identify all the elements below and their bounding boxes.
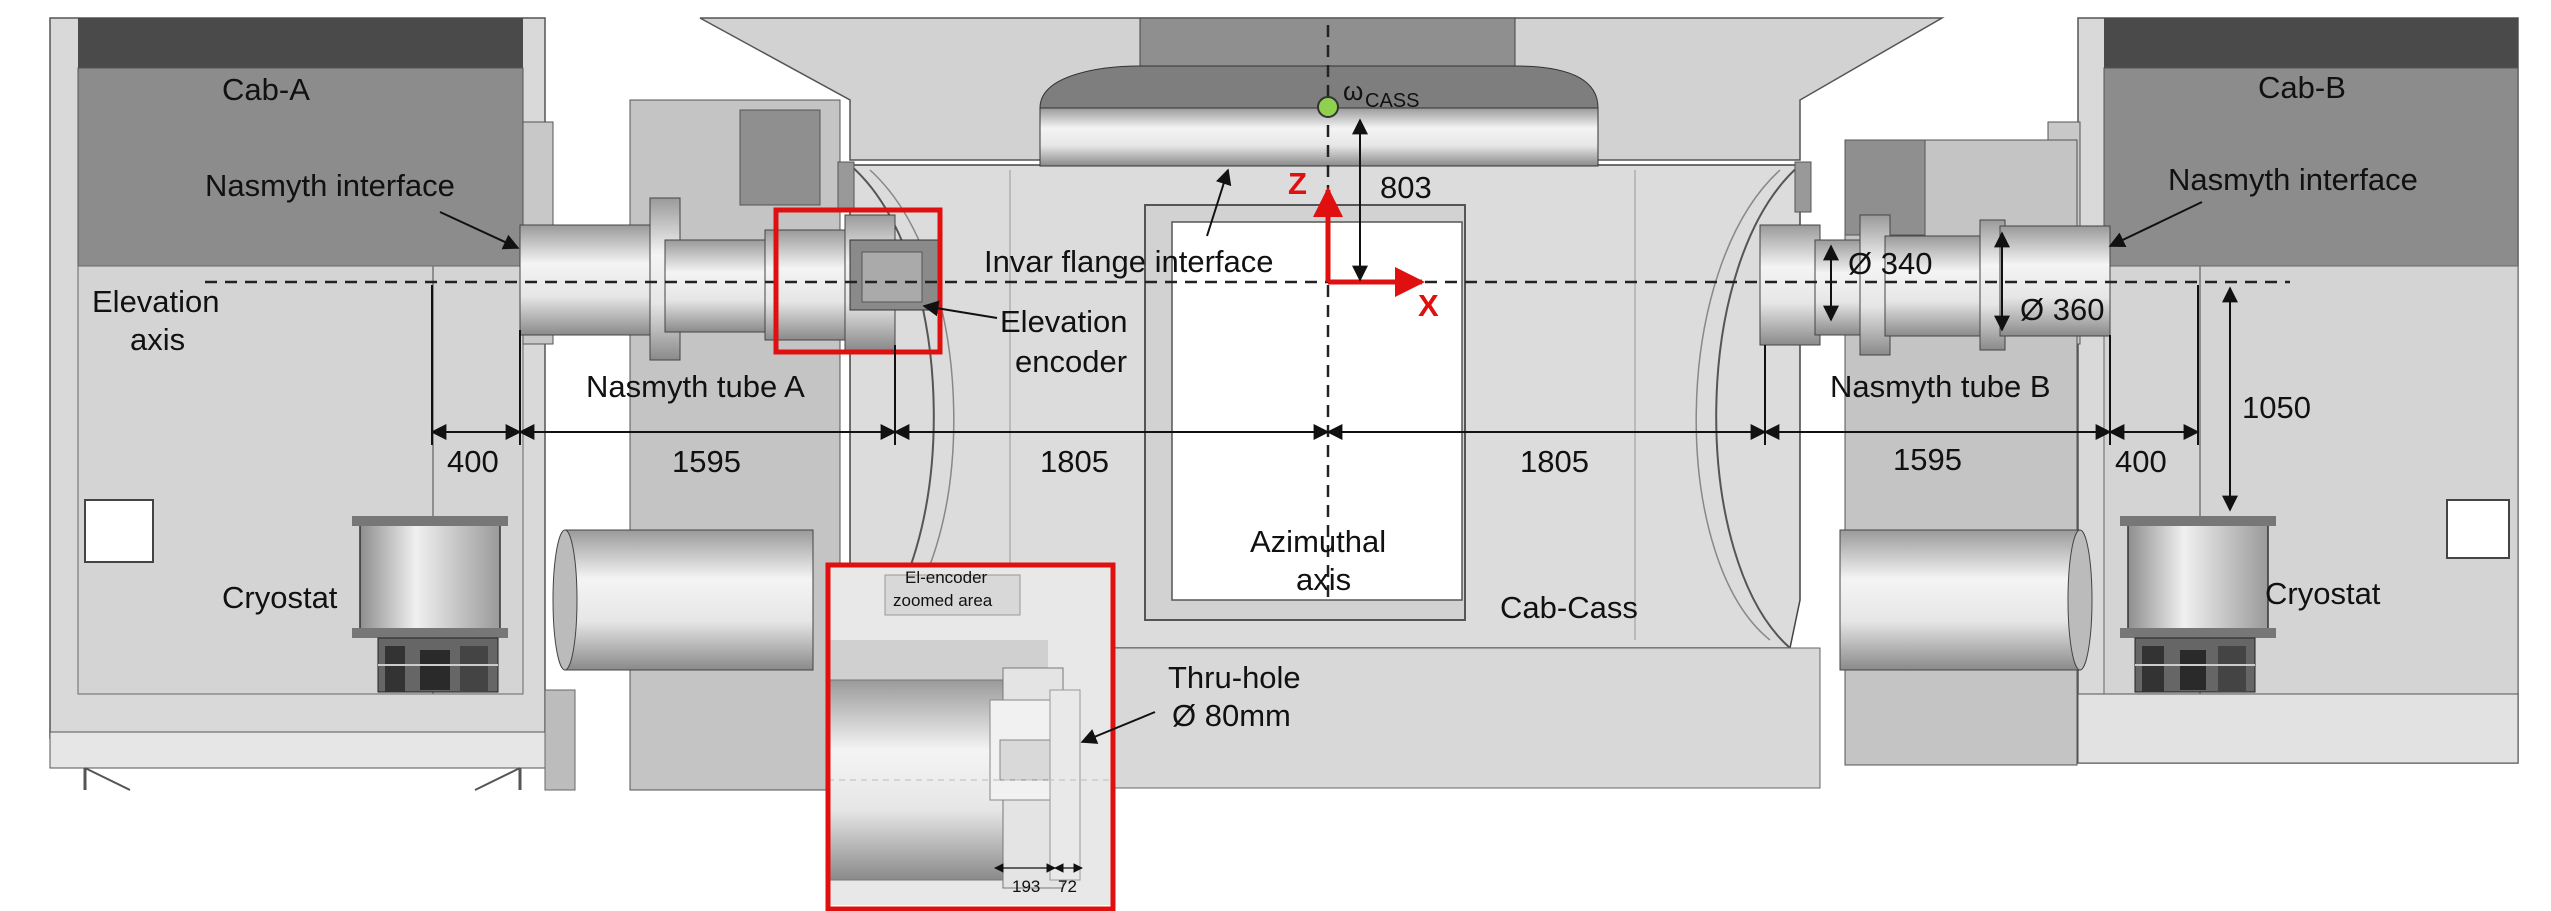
dim-1595-right: 1595	[1893, 442, 1962, 477]
dim-1050: 1050	[2242, 390, 2311, 425]
x-axis-label: X	[1418, 288, 1439, 323]
lower-bearing-right	[1839, 529, 2093, 671]
azimuthal-axis-label-1: Azimuthal	[1250, 524, 1386, 559]
cryostat-a-label: Cryostat	[222, 580, 338, 615]
cab-a-label: Cab-A	[222, 72, 310, 107]
nasmyth-interface-b-label: Nasmyth interface	[2168, 162, 2418, 197]
elevation-encoder-label-1: Elevation	[1000, 304, 1128, 339]
cab-b-cabinet	[2077, 17, 2519, 764]
elevation-encoder-label-2: encoder	[1015, 344, 1127, 379]
cryostat-a	[352, 516, 508, 693]
cab-cass-label: Cab-Cass	[1500, 590, 1638, 625]
zoom-title-line-1: El-encoder	[905, 568, 988, 587]
encoder-zoom-inset	[825, 562, 1116, 911]
z-axis-label: Z	[1288, 166, 1307, 201]
cab-a-cabinet	[49, 17, 574, 791]
cryostat-b-label: Cryostat	[2265, 576, 2381, 611]
omega-subscript: CASS	[1365, 90, 1419, 112]
dim-400-right: 400	[2115, 444, 2167, 479]
dim-803: 803	[1380, 170, 1432, 205]
dim-diameter-360: Ø 360	[2020, 292, 2104, 327]
nasmyth-tube-a	[519, 197, 939, 361]
cab-b-label: Cab-B	[2258, 70, 2346, 105]
cryostat-b	[2120, 516, 2276, 693]
lower-bearing-left	[552, 529, 814, 671]
elevation-axis-label-1: Elevation	[92, 284, 220, 319]
cab-b-vent	[2446, 499, 2510, 559]
encoder-highlight-box	[773, 207, 943, 355]
cab-a-vent	[84, 499, 154, 563]
thru-hole-label-1: Thru-hole	[1168, 660, 1301, 695]
dim-72: 72	[1058, 877, 1077, 896]
nasmyth-tube-a-label: Nasmyth tube A	[586, 369, 805, 404]
dim-400-left: 400	[447, 444, 499, 479]
invar-flange-label: Invar flange interface	[984, 244, 1274, 279]
azimuthal-axis-label-2: axis	[1296, 562, 1351, 597]
dim-1805-left: 1805	[1040, 444, 1109, 479]
zoom-inset-border	[825, 562, 1116, 911]
omega-cass-marker	[1317, 96, 1339, 118]
dim-1805-right: 1805	[1520, 444, 1589, 479]
nasmyth-tube-b	[1759, 214, 2111, 356]
thru-hole-label-2: Ø 80mm	[1172, 698, 1291, 733]
zoom-title-line-2: zoomed area	[893, 591, 993, 610]
coordinate-frame	[1313, 187, 1425, 297]
dim-193: 193	[1012, 877, 1040, 896]
elevation-axis-label-2: axis	[130, 322, 185, 357]
leader-lines	[430, 118, 2238, 873]
nasmyth-tube-b-label: Nasmyth tube B	[1830, 369, 2051, 404]
omega-label: ω	[1343, 76, 1363, 106]
nasmyth-interface-a-label: Nasmyth interface	[205, 168, 455, 203]
dim-diameter-340: Ø 340	[1848, 246, 1932, 281]
dim-1595-left: 1595	[672, 444, 741, 479]
